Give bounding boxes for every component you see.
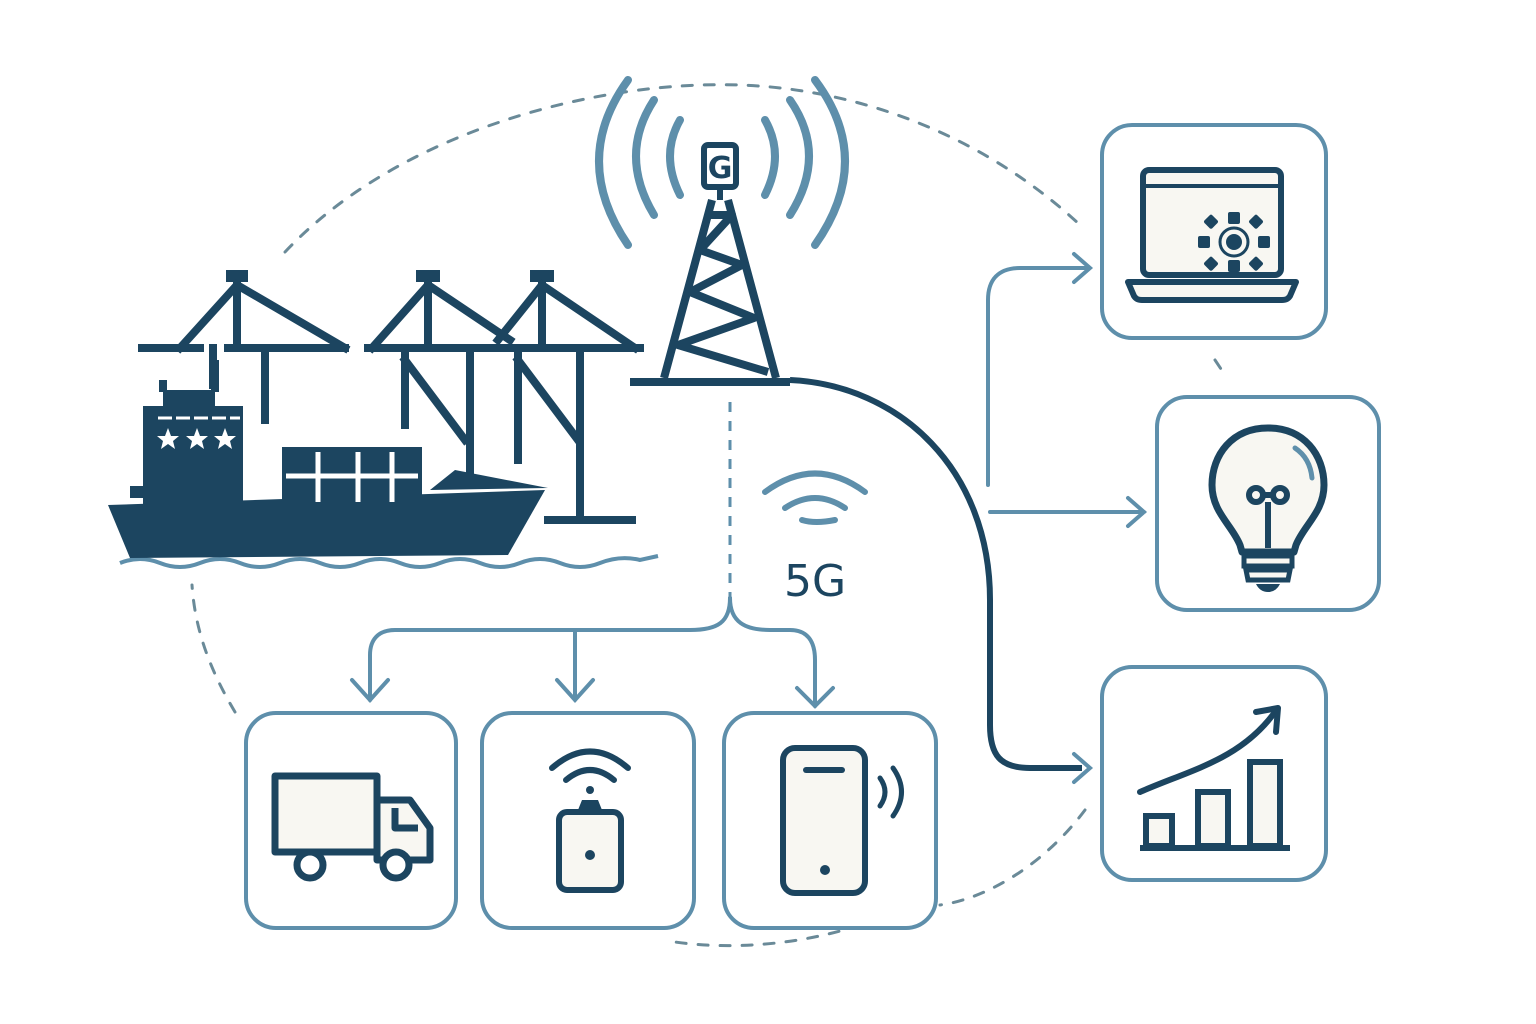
backbone-curve (789, 377, 1082, 771)
cell-tower-icon: G (630, 142, 790, 386)
truck-card[interactable] (244, 711, 458, 930)
iot-sensor-icon (549, 748, 631, 893)
smartphone-icon (780, 745, 904, 896)
dashed-network-ring (190, 83, 1227, 948)
laptop-gear-icon (1125, 167, 1299, 303)
growth-chart-icon (1137, 705, 1290, 851)
lightbulb-icon (1208, 424, 1328, 592)
iot-sensor-card[interactable] (480, 711, 696, 930)
ship-star-marks (157, 428, 236, 449)
water-wave (119, 554, 659, 569)
downlink-branches (350, 596, 835, 709)
gear-icon (1198, 212, 1270, 272)
idea-card[interactable] (1155, 395, 1381, 612)
smartphone-card[interactable] (722, 711, 938, 930)
growth-analytics-card[interactable] (1100, 665, 1328, 882)
wifi-signal-icon (762, 470, 868, 525)
truck-icon (271, 772, 434, 882)
network-label-5g: 5G (784, 556, 846, 607)
laptop-dashboard-card[interactable] (1100, 123, 1328, 340)
tower-signal-waves (595, 76, 849, 249)
tower-letter: G (708, 151, 733, 186)
container-ship-icon (108, 360, 548, 558)
port-cranes-icon (138, 270, 644, 524)
uplink-branches (986, 252, 1148, 784)
